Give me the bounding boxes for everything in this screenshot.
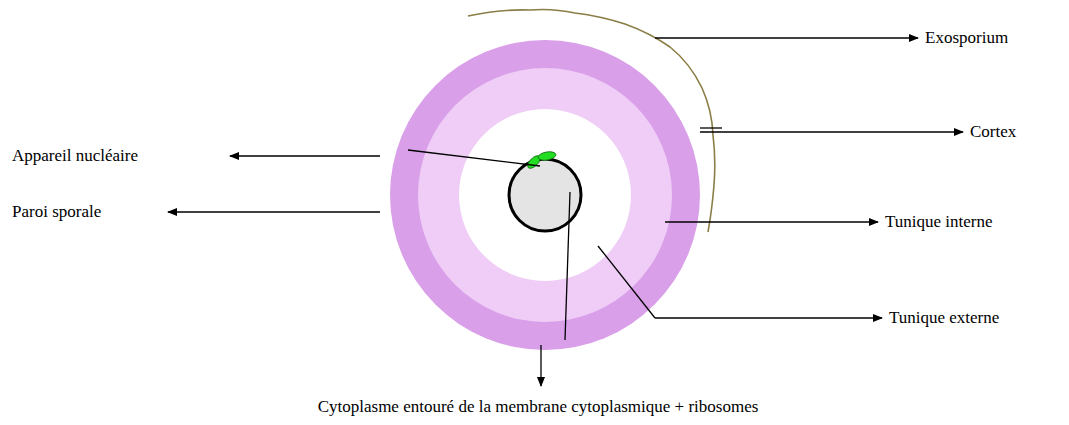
part-label: Appareil nucléaire [12,146,138,166]
part-label: Cortex [970,122,1016,142]
leader-line [700,127,722,128]
leader-line [230,155,380,156]
part-label: Tunique externe [889,308,999,328]
leader-line [408,150,540,166]
nucleus-blob [537,150,556,161]
part-label: Tunique interne [885,212,993,232]
leader-line [565,192,570,340]
part-label: Cytoplasme entouré de la membrane cytopl… [318,397,759,417]
part-label: Paroi sporale [12,202,101,222]
leader-line [540,345,541,386]
leader-line [655,317,882,318]
leader-line [700,131,963,132]
leader-line [168,211,380,212]
leader-line [598,246,655,318]
part-label: Exosporium [925,28,1008,48]
leader-line [655,37,918,38]
outer-layer [390,40,700,350]
exosporium-line [468,9,715,232]
leader-line [665,221,878,222]
middle-layer [418,68,672,322]
